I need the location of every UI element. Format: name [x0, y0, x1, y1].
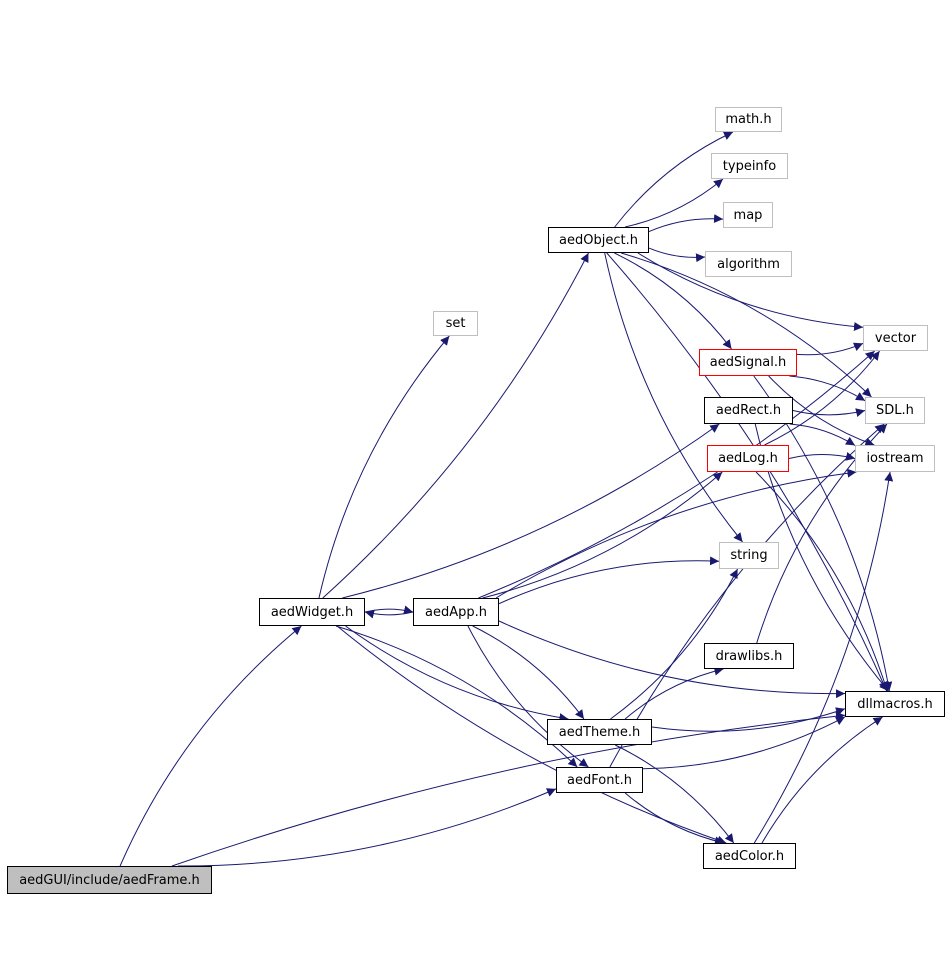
- edge-aedWidget-to-aedTheme: [345, 625, 569, 723]
- node-label: set: [445, 316, 466, 331]
- node-label: map: [733, 207, 763, 223]
- edge-aedObject-to-SDL: [620, 252, 872, 398]
- edge-aedApp-to-aedLog: [482, 471, 723, 599]
- node-label: iostream: [866, 451, 924, 466]
- edge-aedRect-to-iostream: [789, 423, 856, 446]
- node-iostream: iostream: [855, 445, 935, 472]
- node-sdl: SDL.h: [865, 397, 925, 424]
- node-label: drawlibs.h: [715, 648, 783, 664]
- node-label: algorithm: [717, 256, 780, 272]
- node-label: vector: [874, 330, 917, 346]
- edge-aedColor-to-dllmacros: [761, 716, 883, 844]
- edge-aedFrame-to-aedWidget: [119, 625, 302, 867]
- edge-aedApp-to-iostream: [495, 468, 857, 599]
- node-label: aedColor.h: [714, 848, 785, 864]
- node-label: aedApp.h: [425, 604, 487, 620]
- node-aedtheme[interactable]: aedTheme.h: [547, 719, 652, 745]
- edge-aedWidget-to-set: [318, 335, 450, 599]
- node-label: dllmacros.h: [857, 696, 933, 712]
- edge-aedApp-to-aedWidget: [364, 609, 414, 619]
- edge-aedObject-to-aedSignal: [614, 252, 732, 350]
- node-label: SDL.h: [876, 403, 914, 418]
- edge-aedRect-to-SDL: [792, 408, 866, 417]
- node-algorithm: algorithm: [705, 251, 792, 277]
- edge-aedObject-to-typeinfo: [624, 178, 724, 228]
- node-aedobject[interactable]: aedObject.h: [548, 227, 649, 253]
- edge-aedApp-to-dllmacros: [498, 620, 846, 699]
- node-label: math.h: [725, 112, 772, 127]
- edge-aedObject-to-string: [604, 252, 743, 543]
- edge-aedWidget-to-aedApp: [364, 605, 414, 615]
- node-typeinfo: typeinfo: [711, 153, 788, 179]
- edge-aedTheme-to-drawlibs: [624, 666, 724, 720]
- node-aedlog[interactable]: aedLog.h: [707, 445, 789, 472]
- edge-aedWidget-to-aedFont: [335, 625, 578, 768]
- edge-aedApp-to-vector: [478, 350, 875, 599]
- edge-aedFrame-to-dllmacros: [171, 711, 846, 867]
- node-set: set: [433, 311, 478, 336]
- node-label: aedRect.h: [715, 403, 782, 418]
- edge-aedSignal-to-SDL: [789, 375, 866, 402]
- edge-aedSignal-to-iostream: [768, 375, 875, 447]
- edge-aedObject-to-math: [614, 131, 734, 228]
- node-vector: vector: [863, 325, 928, 351]
- edge-aedObject-to-vector: [637, 252, 864, 332]
- edge-aedWidget-to-aedRect: [342, 423, 720, 599]
- edge-aedTheme-to-dllmacros: [651, 707, 846, 732]
- edge-aedColor-to-iostream: [753, 471, 894, 844]
- edge-aedFont-to-aedColor: [624, 792, 724, 846]
- node-drawlibs[interactable]: drawlibs.h: [704, 643, 794, 669]
- node-aedrect[interactable]: aedRect.h: [704, 397, 793, 424]
- edge-aedTheme-to-aedColor: [615, 744, 735, 844]
- edge-aedFont-to-SDL: [609, 423, 885, 768]
- node-aedapp[interactable]: aedApp.h: [413, 598, 499, 626]
- node-aedcolor[interactable]: aedColor.h: [703, 843, 796, 869]
- node-aedfont[interactable]: aedFont.h: [556, 767, 643, 793]
- node-string: string: [719, 542, 779, 569]
- edge-aedWidget-to-aedObject: [322, 252, 589, 599]
- node-math: math.h: [715, 107, 782, 132]
- node-label: aedTheme.h: [558, 724, 641, 740]
- edge-aedWidget-to-aedColor: [336, 625, 727, 845]
- node-label: string: [730, 548, 768, 563]
- edge-aedLog-to-dllmacros: [755, 471, 889, 692]
- edge-aedObject-to-map: [648, 214, 724, 233]
- edge-aedApp-to-aedTheme: [472, 625, 585, 720]
- node-label: aedGUI/include/aedFrame.h: [19, 872, 200, 888]
- edge-aedApp-to-string: [498, 556, 720, 605]
- edge-aedLog-to-iostream: [788, 452, 856, 461]
- node-label: aedFont.h: [567, 772, 632, 788]
- node-map: map: [723, 202, 773, 228]
- node-dllmacros[interactable]: dllmacros.h: [845, 691, 945, 717]
- edge-aedLog-to-vector: [764, 350, 880, 446]
- edge-aedFont-to-dllmacros: [642, 716, 846, 770]
- edge-aedSignal-to-vector: [796, 342, 864, 356]
- edge-aedApp-to-aedFont: [467, 625, 589, 768]
- node-aedframe[interactable]: aedGUI/include/aedFrame.h: [7, 866, 212, 894]
- node-label: aedWidget.h: [270, 604, 354, 620]
- node-label: typeinfo: [722, 158, 777, 174]
- node-label: aedLog.h: [718, 451, 778, 466]
- edge-aedObject-to-algorithm: [648, 247, 706, 263]
- node-label: aedObject.h: [559, 232, 638, 248]
- node-label: aedSignal.h: [709, 355, 787, 370]
- edge-aedFrame-to-aedFont: [178, 788, 557, 867]
- node-aedsignal[interactable]: aedSignal.h: [699, 349, 797, 376]
- node-aedwidget[interactable]: aedWidget.h: [259, 598, 365, 626]
